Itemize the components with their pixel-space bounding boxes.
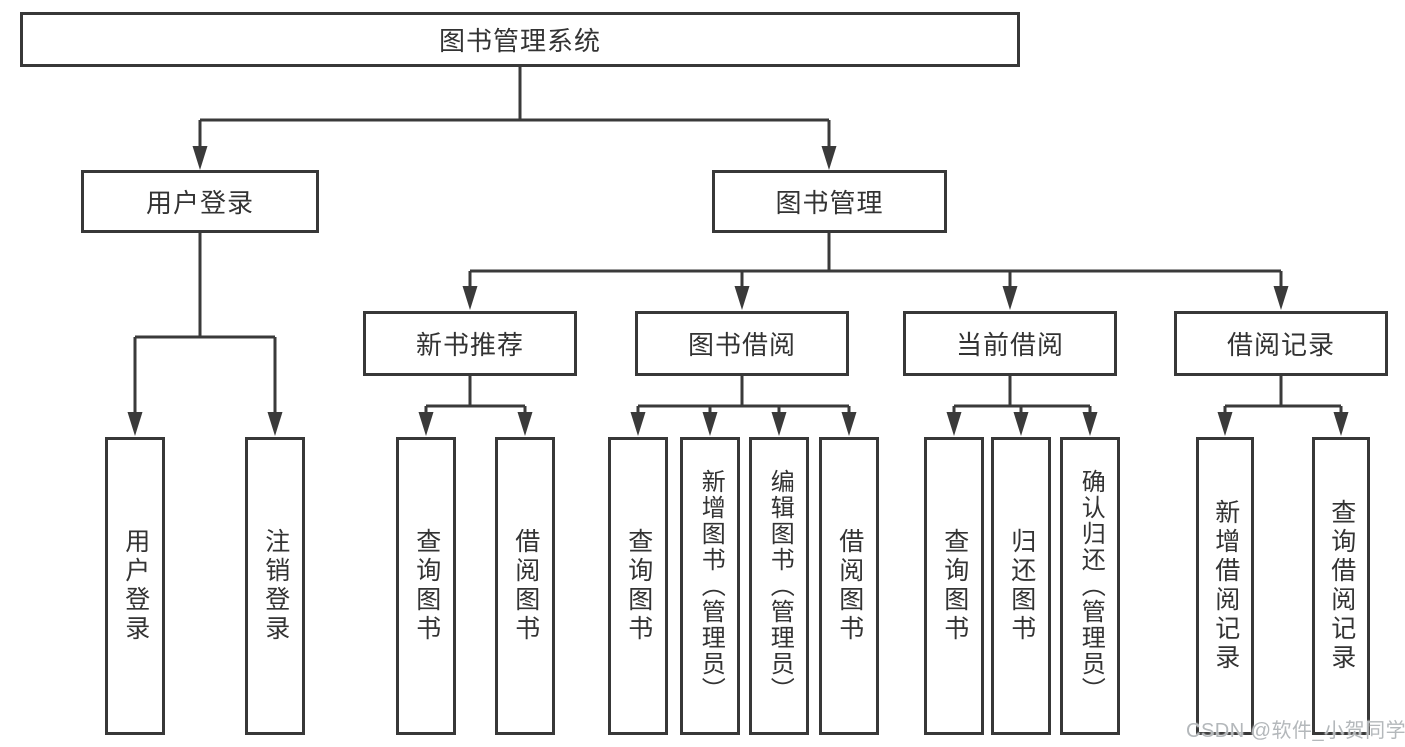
connector-root-to-level2 [198, 67, 831, 150]
leaf-user-login: 用户登录 [105, 437, 165, 735]
node-label: 新增图书（管理员） [697, 469, 725, 703]
connector-borrow-record [1223, 376, 1343, 416]
arrow-down-icon [1217, 412, 1233, 436]
leaf-logout: 注销登录 [245, 437, 305, 735]
node-label: 归还图书 [1007, 528, 1036, 644]
leaf-borrow-book-1: 借阅图书 [495, 437, 555, 735]
arrow-down-icon [127, 412, 143, 436]
leaf-query-book-1: 查询图书 [396, 437, 456, 735]
node-label: 图书管理系统 [438, 26, 601, 56]
leaf-add-borrow-record: 新增借阅记录 [1196, 437, 1254, 735]
connector-new-book-recommend [424, 376, 527, 416]
node-label: 确认归还（管理员） [1077, 469, 1105, 703]
arrow-down-icon [1333, 412, 1349, 436]
arrow-down-icon [771, 412, 787, 436]
node-label: 编辑图书（管理员） [766, 469, 794, 703]
arrow-down-icon [946, 412, 962, 436]
node-label: 借阅记录 [1226, 330, 1335, 360]
node-label: 图书管理 [775, 188, 884, 218]
leaf-borrow-book-2: 借阅图书 [819, 437, 879, 735]
node-label: 新书推荐 [415, 330, 524, 360]
arrow-down-icon [1013, 412, 1029, 436]
leaf-query-book-2: 查询图书 [608, 437, 668, 735]
arrow-down-icon [462, 286, 478, 310]
connector-book-borrow [636, 376, 851, 416]
leaf-confirm-return-admin: 确认归还（管理员） [1060, 437, 1120, 735]
arrow-down-icon [1082, 412, 1098, 436]
arrow-down-icon [630, 412, 646, 436]
leaf-query-book-3: 查询图书 [924, 437, 984, 735]
node-label: 新增借阅记录 [1211, 499, 1240, 673]
node-book-management: 图书管理 [712, 170, 947, 233]
node-user-login: 用户登录 [81, 170, 319, 233]
node-current-borrow: 当前借阅 [903, 311, 1117, 376]
arrow-down-icon [1002, 286, 1018, 310]
node-book-borrow: 图书借阅 [635, 311, 849, 376]
arrow-down-icon [734, 286, 750, 310]
node-label: 当前借阅 [955, 330, 1064, 360]
arrow-down-icon [418, 412, 434, 436]
arrow-down-icon [267, 412, 283, 436]
connector-current-borrow [952, 376, 1092, 416]
arrow-down-icon [1273, 286, 1289, 310]
leaf-return-book: 归还图书 [991, 437, 1051, 735]
node-label: 借阅图书 [835, 528, 864, 644]
arrow-down-icon [841, 412, 857, 436]
node-root-system: 图书管理系统 [20, 12, 1020, 67]
node-label: 查询图书 [624, 528, 653, 644]
leaf-query-borrow-record: 查询借阅记录 [1312, 437, 1370, 735]
connector-book-management [468, 233, 1283, 290]
node-label: 注销登录 [261, 528, 290, 644]
arrow-down-icon [702, 412, 718, 436]
node-label: 查询借阅记录 [1327, 499, 1356, 673]
node-label: 用户登录 [121, 528, 150, 644]
arrow-down-icon [192, 146, 208, 170]
node-label: 查询图书 [412, 528, 441, 644]
arrow-down-icon [517, 412, 533, 436]
node-new-book-recommend: 新书推荐 [363, 311, 577, 376]
node-label: 用户登录 [145, 188, 254, 218]
watermark: CSDN @软件_小贺同学 [1186, 720, 1405, 742]
node-label: 查询图书 [940, 528, 969, 644]
arrow-down-icon [821, 146, 837, 170]
leaf-add-book-admin: 新增图书（管理员） [680, 437, 740, 735]
connector-user-login [133, 233, 277, 416]
node-label: 借阅图书 [511, 528, 540, 644]
leaf-edit-book-admin: 编辑图书（管理员） [749, 437, 809, 735]
node-borrow-record: 借阅记录 [1174, 311, 1388, 376]
node-label: 图书借阅 [687, 330, 796, 360]
